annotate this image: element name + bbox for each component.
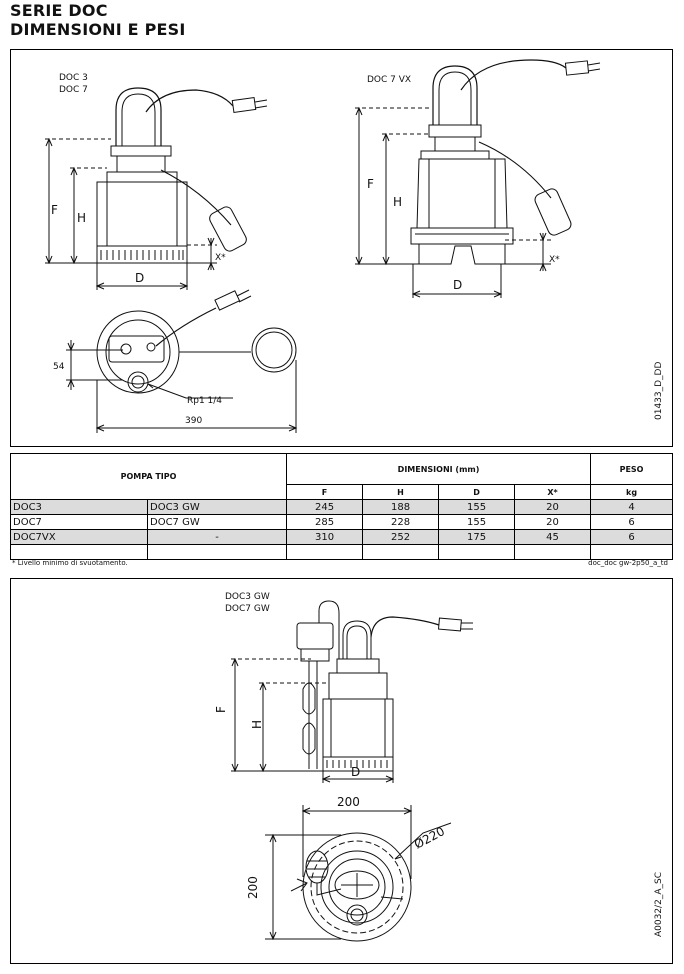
col-header-f: F (286, 484, 364, 500)
cell-f: 285 (286, 514, 364, 530)
dim-label-h: H (77, 211, 86, 225)
drawing-code: 01433_D_DD (654, 362, 664, 420)
cell-kg: 4 (590, 499, 674, 515)
cell-f: 310 (286, 529, 364, 545)
dim-label-f-vx: F (367, 177, 374, 191)
footnote: * Livello minimo di svuotamento. (12, 559, 128, 567)
table-reference-code: doc_doc gw-2p50_a_td (588, 559, 668, 567)
col-header-kg: kg (590, 484, 674, 500)
dim-label-200-top: 200 (337, 795, 360, 809)
header-pump-type: POMPA TIPO (9, 453, 288, 500)
cell-kg: 6 (590, 514, 674, 530)
cell-variant: DOC7 GW (146, 514, 288, 530)
dim-label-d-gw: D (351, 765, 360, 779)
cell-f: 245 (286, 499, 364, 515)
header-dimensions: DIMENSIONI (mm) (286, 453, 592, 485)
dim-label-x-vx: X* (549, 255, 560, 265)
model-label-doc3: DOC 3 (59, 73, 88, 83)
page-subtitle: DIMENSIONI E PESI (10, 20, 186, 39)
cell-d: 155 (438, 514, 516, 530)
page-title: SERIE DOC (10, 1, 108, 20)
col-header-d: D (438, 484, 516, 500)
dim-label-h-gw: H (250, 720, 264, 729)
dimensions-table: POMPA TIPO DIMENSIONI (mm) PESO F H D X*… (9, 453, 674, 560)
dim-label-d: D (135, 271, 144, 285)
model-label-doc3gw: DOC3 GW (225, 592, 270, 602)
dim-label-f-gw: F (214, 706, 228, 713)
cell-d: 175 (438, 529, 516, 545)
cell-x: 20 (514, 499, 592, 515)
cell-x: 45 (514, 529, 592, 545)
table-row: DOC7 DOC7 GW 285 228 155 20 6 (10, 514, 674, 530)
doc-gw-technical-drawing: DOC3 GW DOC7 GW F H D 200 200 Ø220 A0032… (214, 592, 664, 942)
cell-model: DOC3 (10, 499, 148, 515)
cell-h: 228 (362, 514, 440, 530)
model-label-doc7vx: DOC 7 VX (367, 75, 411, 85)
dim-label-f: F (51, 203, 58, 217)
cell-kg: 6 (590, 529, 674, 545)
drawing-code-gw: A0032/2_A_SC (654, 872, 664, 937)
table-row: DOC3 DOC3 GW 245 188 155 20 4 (10, 499, 674, 515)
col-header-x: X* (514, 484, 592, 500)
col-header-h: H (362, 484, 440, 500)
model-label-doc7: DOC 7 (59, 85, 88, 95)
cell-model: DOC7 (10, 514, 148, 530)
drawing-frame-doc-gw: DOC3 GW DOC7 GW F H D 200 200 Ø220 A0032… (10, 578, 673, 964)
cell-h: 188 (362, 499, 440, 515)
header-weight: PESO (590, 453, 674, 485)
dim-label-54: 54 (53, 362, 65, 372)
table-row-empty (10, 544, 674, 560)
cell-variant: DOC3 GW (146, 499, 288, 515)
model-label-doc7gw: DOC7 GW (225, 604, 270, 614)
cell-d: 155 (438, 499, 516, 515)
doc-technical-drawing: DOC 3 DOC 7 DOC 7 VX F H D X* F H D X* 5… (45, 59, 664, 433)
dim-label-h-vx: H (393, 195, 402, 209)
dim-label-200-side: 200 (246, 876, 260, 899)
cell-variant: - (146, 529, 288, 545)
dim-label-d-vx: D (453, 278, 462, 292)
cell-h: 252 (362, 529, 440, 545)
drawing-frame-doc: DOC 3 DOC 7 DOC 7 VX F H D X* F H D X* 5… (10, 49, 673, 447)
label-rp-thread: Rp1 1/4 (187, 396, 222, 406)
cell-model: DOC7VX (10, 529, 148, 545)
cell-x: 20 (514, 514, 592, 530)
dim-label-diameter: Ø220 (412, 824, 447, 852)
table-row: DOC7VX - 310 252 175 45 6 (10, 529, 674, 545)
dim-label-x: X* (215, 253, 226, 263)
dim-label-390: 390 (185, 416, 202, 426)
